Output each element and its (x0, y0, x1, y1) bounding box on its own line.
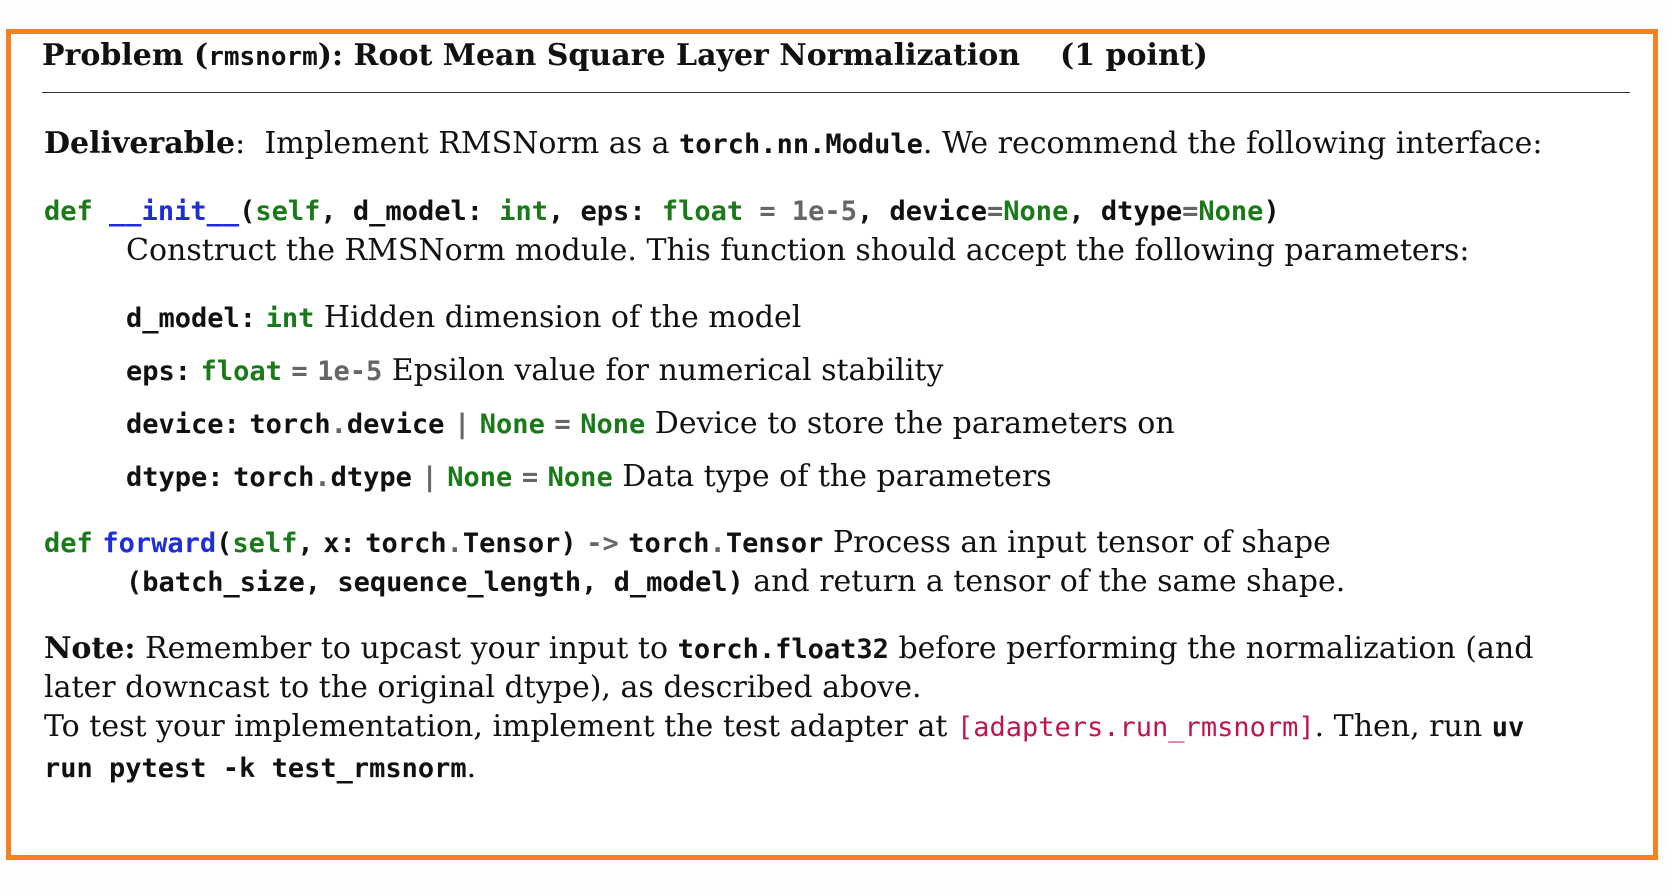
init-description: Construct the RMSNorm module. This funct… (126, 233, 1470, 268)
note-label: Note: (44, 631, 136, 666)
test-line-1: To test your implementation, implement t… (44, 709, 1525, 744)
note-line-1: Note: Remember to upcast your input to t… (44, 631, 1534, 666)
points: (1 point) (1060, 38, 1208, 73)
problem-title: Problem (rmsnorm): Root Mean Square Laye… (42, 38, 1208, 73)
init-name: __init__ (109, 196, 240, 227)
forward-description: (batch_size, sequence_length, d_model) a… (126, 564, 1346, 599)
forward-signature: def forward(self, x: torch.Tensor) -> to… (44, 525, 1331, 560)
title-code: rmsnorm (208, 42, 318, 72)
param-device: device: torch.device | None = None Devic… (126, 406, 1175, 441)
title-rule (42, 92, 1630, 93)
problem-box (6, 29, 1658, 860)
test-line-2: run pytest -k test_rmsnorm. (44, 750, 477, 785)
adapter-link[interactable]: [adapters.run_rmsnorm] (956, 712, 1315, 743)
param-dtype: dtype: torch.dtype | None = None Data ty… (126, 459, 1052, 494)
init-signature: def __init__(self, d_model: int, eps: fl… (44, 196, 1280, 227)
deliverable-line: Deliverable: Implement RMSNorm as a torc… (44, 126, 1543, 161)
deliverable-label: Deliverable (44, 126, 236, 161)
param-eps: eps: float = 1e-5 Epsilon value for nume… (126, 353, 944, 388)
forward-name: forward (102, 528, 217, 559)
deliverable-code: torch.nn.Module (679, 129, 923, 160)
param-d-model: d_model: int Hidden dimension of the mod… (126, 300, 802, 335)
note-line-2: later downcast to the original dtype), a… (44, 670, 922, 705)
